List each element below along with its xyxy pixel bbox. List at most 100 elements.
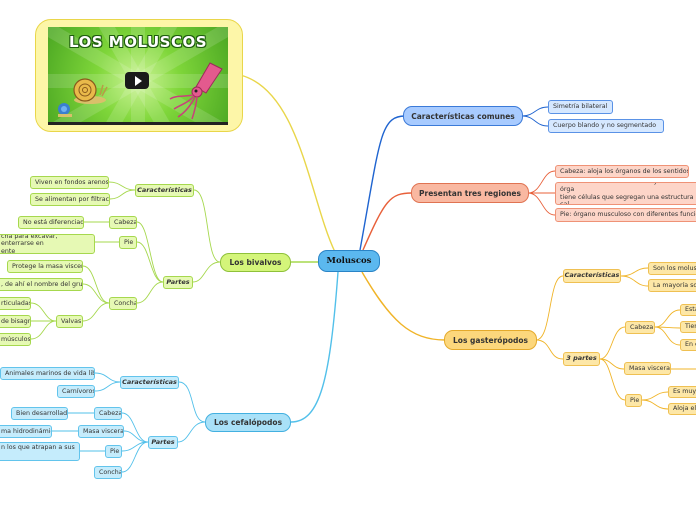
link-biv-pie [136, 241, 164, 283]
cefalopodos-pie[interactable]: Pie [105, 445, 122, 458]
gasteropodos-cabeza[interactable]: Cabeza [625, 321, 655, 334]
link-gas-cab-3 [654, 326, 681, 346]
link-biv-car [193, 189, 221, 263]
gasteropodos-car-item-2[interactable]: La mayoría son [648, 279, 696, 292]
cefalopodos-car-item-2[interactable]: Carnívoros [57, 385, 95, 398]
gasteropodos-caracteristicas[interactable]: Características [563, 269, 621, 283]
link-gas-car-1 [620, 267, 649, 277]
link-comunes-1 [521, 106, 549, 117]
gasteropodos-pie-item-1[interactable]: Es muy [668, 386, 696, 398]
link-cef-car-2 [94, 381, 121, 392]
bivalvos-pie-item[interactable]: cha para excavar, enterrarse en ente [0, 234, 95, 254]
gasteropodos-cabeza-item-3[interactable]: En e [680, 339, 696, 351]
cefalopodos-partes[interactable]: Partes [148, 436, 178, 449]
video-thumbnail-card[interactable]: LOS MOLUSCOS [35, 19, 243, 132]
link-cefalopodos [290, 271, 339, 423]
link-cef-concha [121, 441, 149, 473]
gasteropodos-pie-item-2[interactable]: Aloja el c [668, 403, 696, 415]
link-biv-con-2 [82, 283, 110, 304]
branch-caracteristicas-comunes[interactable]: Características comunes [403, 106, 523, 126]
cefalopodos-masa-visceral[interactable]: Masa visceral [78, 425, 124, 438]
link-cef-cabeza [121, 412, 149, 443]
gasteropodos-pie[interactable]: Pie [625, 394, 642, 407]
item-cuerpo-blando[interactable]: Cuerpo blando y no segmentado [548, 119, 664, 133]
link-biv-val-1 [30, 302, 57, 322]
cefalopodos-concha[interactable]: Concha [94, 466, 122, 479]
snail-icon [73, 78, 108, 104]
squid-icon [169, 62, 223, 120]
link-biv-concha [136, 281, 164, 304]
link-comunes [359, 115, 406, 251]
bivalvos-pie-item-line2: ente [1, 247, 16, 254]
gasteropodos-car-item-1[interactable]: Son los molusco [648, 262, 696, 275]
cefalopodos-caracteristicas[interactable]: Características [120, 376, 179, 389]
link-gasteropodos [361, 271, 446, 341]
link-thumbnail [239, 74, 336, 253]
bivalvos-valvas[interactable]: Valvas [56, 315, 83, 328]
link-gas-cab-1 [654, 309, 681, 328]
bivalvos-pie[interactable]: Pie [119, 236, 137, 249]
link-biv-car-1 [108, 181, 136, 191]
cefalopodos-masa-item[interactable]: ma hidrodinámica [0, 425, 52, 438]
branch-tres-regiones[interactable]: Presentan tres regiones [411, 183, 529, 203]
branch-gasteropodos[interactable]: Los gasterópodos [444, 330, 537, 350]
bivalvos-valvas-item-1[interactable]: rticuladas [0, 297, 31, 310]
bivalvos-cabeza-item[interactable]: No está diferenciada [18, 216, 84, 229]
link-cef-masa [123, 430, 149, 443]
item-region-masa-visceral[interactable]: Masa visceral: contiene la mayoría de lo… [555, 182, 696, 205]
cefalopodos-pie-item[interactable]: n los que atrapan a sus [0, 442, 80, 461]
central-topic[interactable]: Moluscos [318, 250, 380, 272]
link-biv-partes [192, 261, 221, 283]
play-button[interactable] [125, 72, 149, 89]
link-biv-cabeza [136, 221, 164, 283]
branch-bivalvos[interactable]: Los bivalvos [220, 253, 291, 272]
link-cef-partes [177, 421, 206, 443]
bivalvos-pie-item-line1: cha para excavar, enterrarse en [1, 234, 58, 248]
link-cef-car [178, 381, 206, 423]
gasteropodos-3-partes[interactable]: 3 partes [563, 352, 600, 366]
item-region-pie[interactable]: Pie: órgano musculoso con diferentes fun… [555, 208, 696, 222]
gasteropodos-masa-visceral[interactable]: Masa visceral [624, 362, 671, 375]
gasteropodos-cabeza-item-2[interactable]: Tien [680, 321, 696, 333]
link-gas-partes [535, 339, 564, 360]
link-gas-car-2 [620, 275, 649, 287]
item-region-cabeza[interactable]: Cabeza: aloja los órganos de los sentido… [555, 165, 689, 178]
link-biv-val-3 [30, 320, 57, 340]
bivalvos-cabeza[interactable]: Cabeza [109, 216, 137, 229]
bivalvos-car-item-2[interactable]: Se alimentan por filtración [30, 193, 110, 206]
item-simetria-bilateral[interactable]: Simetría bilateral [548, 100, 613, 114]
bivalvos-concha-item-1[interactable]: Protege la masa visceral [7, 260, 83, 273]
snail-small-icon [58, 103, 72, 117]
play-icon [134, 75, 142, 86]
link-regiones-3 [527, 192, 556, 216]
bivalvos-valvas-item-2[interactable]: de bisagra [0, 315, 31, 328]
cefalopodos-car-item-1[interactable]: Animales marinos de vida libre [0, 367, 95, 380]
cefalopodos-cabeza-item[interactable]: Bien desarrollada [11, 407, 68, 420]
link-regiones [362, 192, 413, 251]
item-region-masa-line2: tiene células que segregan una estructur… [560, 193, 694, 205]
link-gas-pie-1 [641, 391, 669, 401]
branch-cefalopodos[interactable]: Los cefalópodos [205, 413, 291, 432]
bivalvos-car-item-1[interactable]: Viven en fondos arenosos [30, 176, 109, 189]
link-biv-con-1 [82, 265, 110, 304]
link-biv-con-valvas [82, 302, 110, 322]
cefalopodos-cabeza[interactable]: Cabeza [94, 407, 122, 420]
bivalvos-concha[interactable]: Concha [109, 297, 137, 310]
link-comunes-2 [521, 115, 549, 127]
bivalvos-caracteristicas[interactable]: Características [135, 184, 194, 197]
thumbnail-title: LOS MOLUSCOS [68, 33, 208, 51]
video-thumbnail[interactable]: LOS MOLUSCOS [48, 27, 228, 125]
link-biv-car-2 [109, 189, 136, 200]
link-cef-car-1 [94, 372, 121, 383]
link-gas-cabeza [599, 326, 626, 360]
link-gas-pie-2 [641, 399, 669, 410]
gasteropodos-cabeza-item-1[interactable]: Está [680, 304, 696, 316]
bivalvos-concha-item-2[interactable]: , de ahí el nombre del grupo [0, 278, 83, 291]
link-gas-car [535, 275, 564, 341]
link-gas-pie [599, 358, 626, 401]
bivalvos-partes[interactable]: Partes [163, 276, 193, 289]
bivalvos-valvas-item-3[interactable]: músculos [0, 333, 31, 346]
link-regiones-1 [527, 170, 556, 194]
